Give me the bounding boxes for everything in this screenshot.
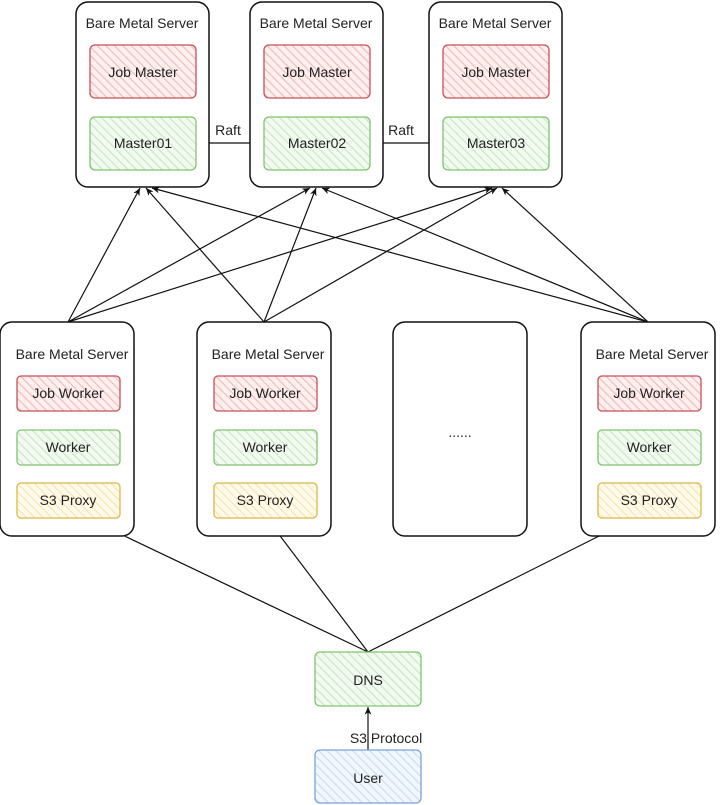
master-server-2: Bare Metal Server Job Master Master02 (249, 1, 384, 188)
worker-server-3: Bare Metal Server Job Worker Worker S3 P… (580, 321, 716, 537)
job-master-box (442, 44, 550, 99)
server-title: Bare Metal Server (212, 346, 325, 362)
edges (67, 139, 649, 750)
master-box (263, 116, 371, 171)
job-worker-label: Job Worker (229, 385, 301, 401)
master-box (89, 116, 197, 171)
job-master-label: Job Master (108, 64, 178, 80)
protocol-label: S3 Protocol (350, 730, 422, 746)
edge-w2-m2 (263, 187, 317, 323)
edge-w1-m2 (67, 187, 311, 323)
edge-w4-m2 (321, 187, 649, 323)
worker-box (16, 429, 121, 466)
server-title: Bare Metal Server (596, 346, 709, 362)
user-node: User (314, 749, 422, 804)
edge-w4-m3 (501, 187, 649, 323)
job-worker-label: Job Worker (613, 385, 685, 401)
s3-proxy-label: S3 Proxy (40, 492, 97, 508)
master-server-3: Bare Metal Server Job Master Master03 (428, 1, 563, 188)
master-server-1: Bare Metal Server Job Master Master01 (75, 1, 210, 188)
worker-server-2: Bare Metal Server Job Worker Worker S3 P… (196, 321, 332, 537)
placeholder-ellipsis: ...... (448, 424, 471, 440)
edge-w1-m1 (67, 187, 141, 323)
job-master-label: Job Master (282, 64, 352, 80)
edge-dns-w4 (367, 519, 632, 653)
server-title: Bare Metal Server (86, 15, 199, 31)
job-worker-box (597, 375, 702, 412)
server-title: Bare Metal Server (16, 346, 129, 362)
worker-box (213, 429, 318, 466)
master-label: Master03 (467, 135, 526, 151)
s3-proxy-box (597, 482, 702, 519)
edge-w4-m1 (151, 186, 649, 323)
user-label: User (353, 770, 383, 786)
master-label: Master02 (288, 135, 347, 151)
edge-dns-w2 (267, 519, 369, 653)
worker-label: Worker (243, 439, 288, 455)
placeholder-server: ...... (392, 321, 528, 537)
s3-proxy-label: S3 Proxy (237, 492, 294, 508)
edge-dns-w1 (90, 519, 369, 653)
dns-label: DNS (353, 672, 383, 688)
master-label: Master01 (114, 135, 173, 151)
server-title: Bare Metal Server (260, 15, 373, 31)
job-master-box (89, 44, 197, 99)
worker-label: Worker (627, 439, 672, 455)
job-worker-box (16, 375, 121, 412)
worker-server-1: Bare Metal Server Job Worker Worker S3 P… (0, 321, 135, 537)
raft-label-1: Raft (215, 122, 241, 138)
raft-label-2: Raft (388, 122, 414, 138)
edge-w2-m3 (263, 187, 498, 323)
worker-box (597, 429, 702, 466)
s3-proxy-box (16, 482, 121, 519)
server-title: Bare Metal Server (439, 15, 552, 31)
job-master-label: Job Master (461, 64, 531, 80)
s3-proxy-label: S3 Proxy (621, 492, 678, 508)
s3-proxy-box (213, 482, 318, 519)
job-master-box (263, 44, 371, 99)
edge-w2-m1 (145, 187, 265, 323)
master-box (442, 116, 550, 171)
edge-w1-m3 (67, 187, 493, 323)
job-worker-label: Job Worker (32, 385, 104, 401)
worker-label: Worker (46, 439, 91, 455)
dns-node: DNS (314, 651, 422, 707)
job-worker-box (213, 375, 318, 412)
